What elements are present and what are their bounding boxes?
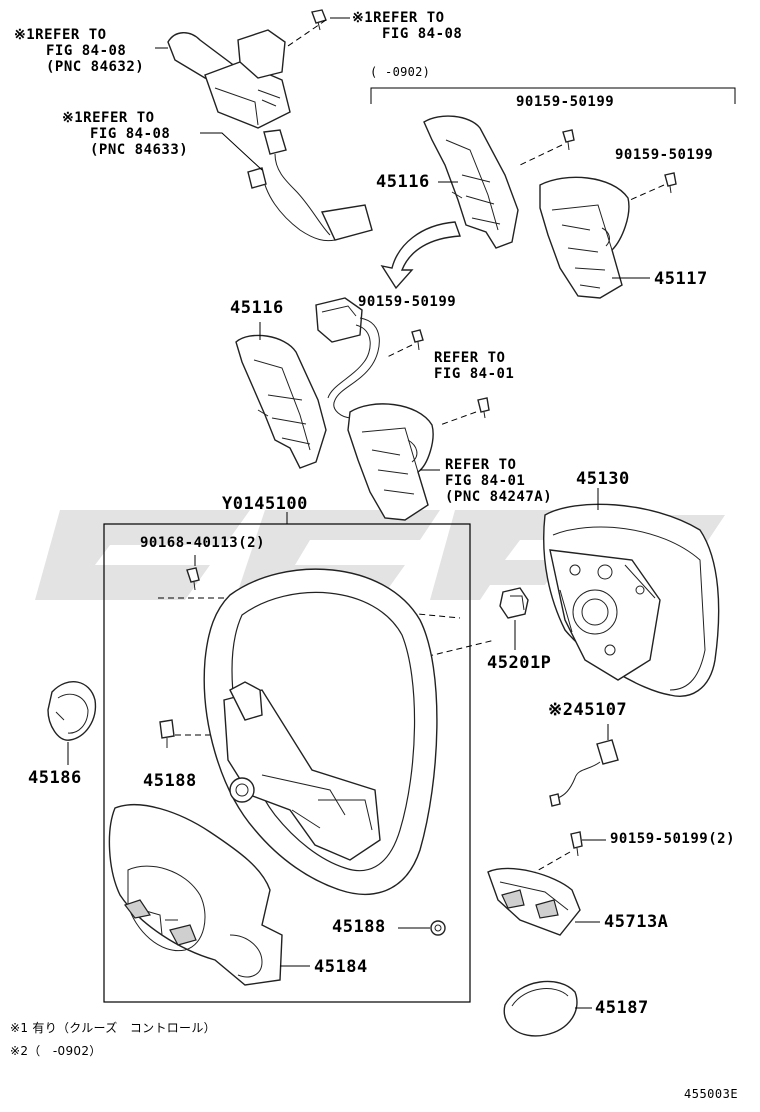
ref-label-top: ※1REFER TO FIG 84-08 [352,10,463,42]
bolt-90168-label: 90168-40113(2) [140,535,266,551]
part-45186-label: 45186 [28,768,82,788]
wheel-assembly-label: Y0145100 [222,494,308,514]
screw-top [311,9,327,31]
cover-45116-mid [235,334,327,469]
direction-arrow [380,221,461,290]
bolt-90159-2 [570,831,583,857]
screw-45188-left [159,719,175,748]
part-45188-label-lower: 45188 [332,917,386,937]
switch-connector [315,297,380,419]
screw-45188-lower [430,920,446,936]
steering-wheel [203,568,438,896]
ref-label-84632: ※1REFER TO FIG 84-08 (PNC 84632) [14,27,145,75]
part-45107-label: ※245107 [548,700,628,720]
screw-mid [411,329,424,351]
part-45116-label-mid: 45116 [230,298,284,318]
bolt-90159-label-3: 90159-50199 [358,294,457,310]
part-45713A-label: 45713A [604,912,669,932]
part-45130-label: 45130 [576,469,630,489]
screw-mid2 [477,397,490,419]
part-45116-label-upper: 45116 [376,172,430,192]
cover-45117-right [539,176,630,299]
bolt-90159-label-2: 90159-50199 [615,147,714,163]
ref-label-84-01: REFER TO FIG 84-01 [434,350,515,382]
damper-45201P [499,587,529,619]
ref-label-84247A: REFER TO FIG 84-01 (PNC 84247A) [445,457,553,505]
part-45201P-label: 45201P [487,653,552,673]
back-cover-45184 [108,804,283,986]
harness-45107 [549,739,619,807]
switch-bezel-45713A [487,867,581,936]
cruise-harness [247,129,373,242]
bolt-90159-label-1: 90159-50199 [516,94,615,110]
part-45117-label: 45117 [654,269,708,289]
footnote-1: ※1 有り（クルーズ コントロール） [10,1021,216,1035]
cruise-control-switch [167,29,291,129]
lower-cover-45186 [47,681,97,741]
ref-label-84633: ※1REFER TO FIG 84-08 (PNC 84633) [62,110,189,158]
figure-id: 455003E [684,1087,739,1101]
airbag-45130 [543,503,720,697]
part-45184-label: 45184 [314,957,368,977]
screw-right [664,172,677,194]
cover-45116-upper [423,115,519,249]
emblem-cover-45187 [503,980,578,1037]
part-45188-label-left: 45188 [143,771,197,791]
audio-switch [347,403,434,521]
footnote-2: ※2（ -0902） [10,1044,102,1058]
bolt-90168 [186,567,200,591]
date-range-label: ( -0902) [370,65,431,79]
part-45187-label: 45187 [595,998,649,1018]
bolt-90159-label-4: 90159-50199(2) [610,831,736,847]
screw-upper [562,129,575,151]
